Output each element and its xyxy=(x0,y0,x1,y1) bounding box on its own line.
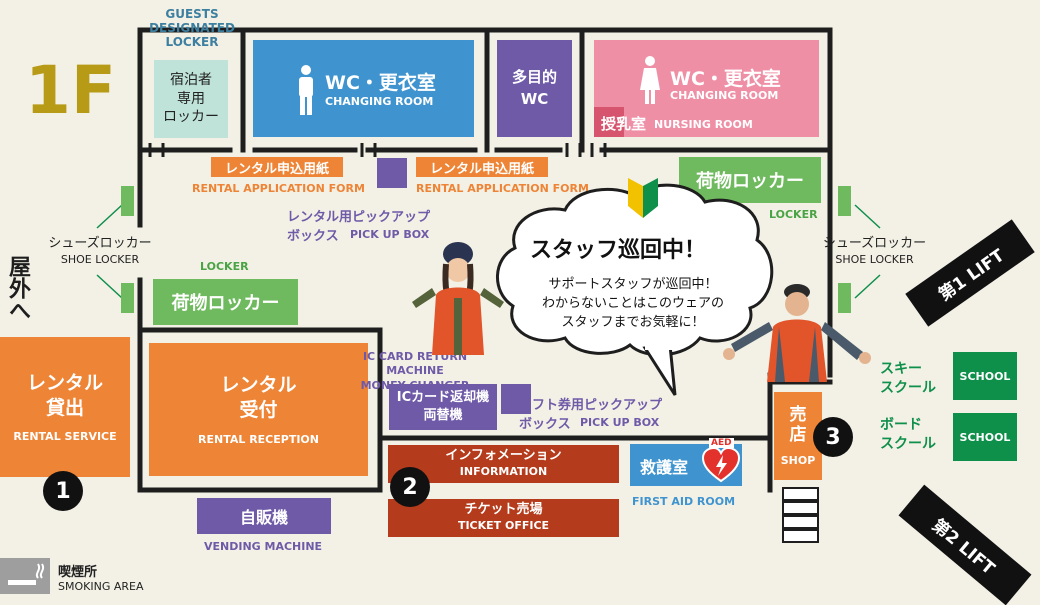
board-school-jp: ボード スクール xyxy=(880,416,936,454)
staff-speech-bubble xyxy=(496,183,774,396)
lift-pickup-box xyxy=(501,384,531,414)
man-icon xyxy=(299,65,313,115)
board-school-jp1: ボード xyxy=(880,417,922,433)
smoking-en: SMOKING AREA xyxy=(58,580,144,593)
shoe-locker-right-jp: シューズロッカー xyxy=(822,236,927,251)
rental-form-1-en: RENTAL APPLICATION FORM xyxy=(192,182,365,195)
woman-icon xyxy=(640,56,660,104)
aed-label: AED xyxy=(709,438,734,448)
shoe-locker-right-en: SHOE LOCKER xyxy=(835,252,914,266)
rental-service-jp2: 貸出 xyxy=(45,396,84,419)
exit-outside-label: 屋外へ xyxy=(5,255,30,321)
vending-machine: 自販機 xyxy=(197,498,331,534)
staff-woman-figure xyxy=(412,242,504,355)
rental-form-1-sign: レンタル申込用紙 xyxy=(211,157,343,177)
staff-bubble-line2: わからないことはこのウェアの xyxy=(541,295,724,311)
rental-reception-jp1: レンタル xyxy=(220,374,297,397)
information-jp: インフォメーション xyxy=(445,448,562,464)
multi-wc-line2: WC xyxy=(520,89,549,108)
guest-locker-jp3: ロッカー xyxy=(163,109,219,126)
staff-bubble-line1: サポートスタッフが巡回中！ xyxy=(548,277,718,292)
wc-women-title: WC・更衣室 xyxy=(670,68,781,90)
wc-men-room: WC・更衣室 CHANGING ROOM xyxy=(253,40,474,137)
shoe-locker-left-jp: シューズロッカー xyxy=(48,236,152,251)
nursing-room-en: NURSING ROOM xyxy=(654,118,753,131)
rental-service-jp1: レンタル xyxy=(26,371,103,394)
floor-label: 1F xyxy=(25,52,117,129)
rental-pickup-box xyxy=(377,158,407,188)
vending-en: VENDING MACHINE xyxy=(204,540,323,553)
rental-pickup-jp: レンタル用ピックアップ xyxy=(287,210,431,225)
ski-school-jp1: スキー xyxy=(880,361,922,377)
staff-bubble-line3: スタッフまでお気軽に！ xyxy=(561,314,705,330)
nursing-room-block xyxy=(594,107,624,137)
shoe-locker-left-bottom xyxy=(121,283,134,313)
shop-jp1: 売 xyxy=(789,405,807,426)
luggage-locker-top: 荷物ロッカー xyxy=(679,157,821,203)
shoe-locker-right-top xyxy=(838,186,851,216)
multi-wc-line1: 多目的 xyxy=(511,67,557,86)
staff-man-figure xyxy=(723,284,871,382)
shoe-locker-left-top xyxy=(121,186,134,216)
luggage-locker-top-en: LOCKER xyxy=(769,208,818,221)
multi-purpose-wc: 多目的 WC xyxy=(497,40,572,137)
ski-school-jp2: スクール xyxy=(880,379,936,396)
rental-reception: レンタル 受付 RENTAL RECEPTION xyxy=(149,343,368,476)
ic-card-jp1: ICカード返却機 xyxy=(396,390,490,406)
shop-en: SHOP xyxy=(780,453,816,467)
rental-pickup-en: PICK UP BOX xyxy=(350,228,430,241)
rental-service: レンタル 貸出 RENTAL SERVICE xyxy=(0,337,130,477)
guest-locker-jp2: 専用 xyxy=(177,90,205,107)
guest-locker: 宿泊者 専用 ロッカー xyxy=(154,60,228,138)
ticket-office-en: TICKET OFFICE xyxy=(457,519,550,533)
ski-school-jp: スキー スクール xyxy=(880,360,936,398)
wc-women-room: WC・更衣室 CHANGING ROOM 授乳室 NURSING ROOM xyxy=(594,40,819,137)
rental-form-2-sign: レンタル申込用紙 xyxy=(416,157,548,177)
smoking-icon xyxy=(0,558,50,594)
staff-bubble-title: スタッフ巡回中！ xyxy=(530,238,707,263)
guest-locker-jp1: 宿泊者 xyxy=(170,71,212,88)
shoe-locker-left-en: SHOE LOCKER xyxy=(60,252,140,266)
rental-service-en: RENTAL SERVICE xyxy=(13,430,117,444)
nursing-room-jp: 授乳室 xyxy=(601,115,647,133)
ski-school-box: SCHOOL xyxy=(953,352,1017,400)
shoe-locker-right-label: シューズロッカー SHOE LOCKER xyxy=(812,236,937,267)
beginner-mark-icon xyxy=(628,178,658,218)
ic-card-machine: ICカード返却機 両替機 xyxy=(389,384,497,430)
shoe-locker-left-label: シューズロッカー SHOE LOCKER xyxy=(40,236,160,267)
lift-pickup-en: PICK UP BOX xyxy=(580,416,660,429)
luggage-locker-left-en: LOCKER xyxy=(200,260,249,273)
smoking-jp: 喫煙所 xyxy=(58,565,98,580)
rental-form-2-en: RENTAL APPLICATION FORM xyxy=(416,182,589,195)
luggage-locker-left: 荷物ロッカー xyxy=(153,279,298,325)
marker-1: 1 xyxy=(43,471,83,511)
shoe-locker-right-bottom xyxy=(838,283,851,313)
first-aid-room: 救護室 AED xyxy=(630,438,742,486)
marker-3: 3 xyxy=(813,417,853,457)
ic-card-jp2: 両替機 xyxy=(423,408,463,423)
ticket-office-jp: チケット売場 xyxy=(464,502,543,518)
board-school-box: SCHOOL xyxy=(953,413,1017,461)
lift-pickup-jp2: ボックス xyxy=(519,417,571,432)
lift-pickup-jp: リフト券用ピックアップ xyxy=(519,398,663,413)
rental-reception-jp2: 受付 xyxy=(239,399,278,421)
shop-jp2: 店 xyxy=(789,425,807,446)
board-school-jp2: スクール xyxy=(880,435,936,452)
ticket-office: チケット売場 TICKET OFFICE xyxy=(388,499,619,537)
wc-women-subtitle: CHANGING ROOM xyxy=(670,89,779,102)
marker-2: 2 xyxy=(390,467,430,507)
first-aid-en: FIRST AID ROOM xyxy=(632,495,736,508)
rental-reception-en: RENTAL RECEPTION xyxy=(198,432,319,446)
wc-men-title: WC・更衣室 xyxy=(325,72,436,94)
wc-men-subtitle: CHANGING ROOM xyxy=(325,95,434,108)
information-en: INFORMATION xyxy=(459,465,548,479)
staff-bubble-text: サポートスタッフが巡回中！ わからないことはこのウェアの スタッフまでお気軽に！ xyxy=(518,276,748,333)
guest-locker-caption: GUESTS DESIGNATED LOCKER xyxy=(149,7,235,49)
first-aid-jp: 救護室 xyxy=(640,458,689,477)
aed-heart-icon xyxy=(702,446,740,483)
rental-pickup-jp2: ボックス xyxy=(287,229,339,244)
